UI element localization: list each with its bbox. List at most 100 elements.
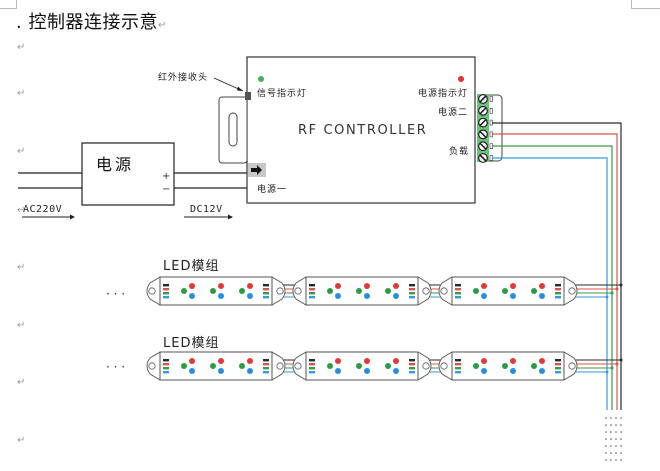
module-wire-stub [163,371,169,374]
module-wire-stub [263,288,269,291]
led-red-icon [510,283,516,289]
led-red-icon [189,358,195,364]
led-group-2-ellipsis: · · · [106,360,125,374]
led-red-icon [393,283,399,289]
power-in-2-label: 电源二 [438,106,468,118]
led-green-icon [327,288,333,294]
module-wire-stub [409,371,415,374]
led-blue-icon [539,368,545,374]
mount-hole [568,362,576,370]
continuation-dot [620,459,622,461]
wire-junction [615,362,619,366]
module-wire-stub [555,367,561,370]
module-wire-stub [409,292,415,295]
paragraph-mark-icon: ↵ [157,20,167,31]
led-red-icon [335,358,341,364]
continuation-dots [605,417,622,461]
screw-slot [479,130,487,138]
paragraph-mark-icon: ↵ [17,205,26,216]
led-groups [146,276,623,381]
module-wire-stub [263,359,269,362]
continuation-dot [620,417,622,419]
module-wire-stub [263,292,269,295]
led-blue-icon [539,293,545,299]
led-green-icon [502,363,508,369]
plus-terminal-label: + [162,171,170,182]
module-wire-stub [409,359,415,362]
module-wire-stub [263,284,269,287]
module-wire-stub [163,288,169,291]
wire-junction [615,287,619,291]
module-wire-stub [455,292,461,295]
led-blue-icon [218,368,224,374]
paragraph-mark-icon: ↵ [17,435,26,446]
led-green-icon [210,288,216,294]
section-title-text: . 控制器连接示意 [16,12,158,33]
continuation-dot [605,438,607,440]
led-blue-icon [481,293,487,299]
continuation-dot [615,424,617,426]
terminal-block [477,94,489,162]
minus-terminal-label: − [162,184,170,195]
output-wire [492,122,622,410]
led-green-icon [181,363,187,369]
led-green-icon [239,288,245,294]
led-blue-icon [393,293,399,299]
ir-receiver-label: 红外接收头 [158,71,208,83]
mount-slot [228,112,238,147]
controller-name: RF CONTROLLER [298,123,427,138]
led-red-icon [247,358,253,364]
mount-hole [422,287,430,295]
screw-slot [479,107,487,115]
led-red-icon [335,283,341,289]
continuation-dot [605,445,607,447]
mount-hole [568,287,576,295]
module-wire-stub [163,363,169,366]
mount-hole [148,362,156,370]
terminal-contact [489,108,493,114]
led-green-icon [473,288,479,294]
led-green-icon [356,288,362,294]
wire-junction [605,295,609,299]
led-green-icon [502,288,508,294]
led-red-icon [364,283,370,289]
module-wire-stub [263,363,269,366]
led-blue-icon [335,368,341,374]
led-red-icon [189,283,195,289]
led-blue-icon [247,368,253,374]
module-wire-stub [555,363,561,366]
continuation-dot [610,459,612,461]
module-wire-stub [555,288,561,291]
mount-hole [422,362,430,370]
wire-junction [610,291,614,295]
continuation-dot [610,417,612,419]
led-group-2-label: LED模组 [163,336,219,351]
dc-arrow-head [228,214,233,220]
led-green-icon [473,363,479,369]
wire-junction [619,358,623,362]
module-wire-stub [163,292,169,295]
led-blue-icon [364,368,370,374]
output-wire [492,157,608,410]
screw-slot [479,95,487,103]
module-wire-stub [455,363,461,366]
continuation-dot [620,438,622,440]
led-blue-icon [218,293,224,299]
output-wires [492,122,622,410]
continuation-dot [610,424,612,426]
module-wire-stub [263,371,269,374]
module-wire-stub [263,367,269,370]
module-wire-stub [309,359,315,362]
led-red-icon [218,283,224,289]
paragraph-mark-icon: ↵ [17,88,26,99]
led-green-icon [181,288,187,294]
led-blue-icon [510,368,516,374]
continuation-dot [610,445,612,447]
led-red-icon [510,358,516,364]
led-red-icon [539,283,545,289]
module-wire-stub [409,284,415,287]
continuation-dot [620,452,622,454]
module-wire-stub [455,288,461,291]
module-wire-stub [163,367,169,370]
rf-controller-box [246,56,476,204]
